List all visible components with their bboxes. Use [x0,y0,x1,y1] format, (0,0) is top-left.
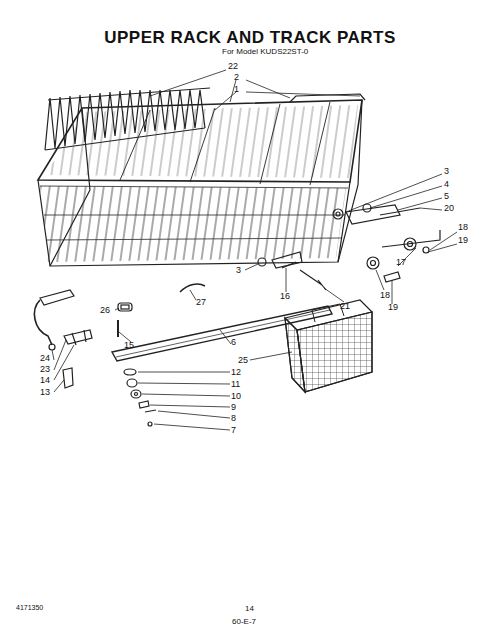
callout-number: 26 [100,306,110,315]
page-note: 4171350 [16,604,43,611]
callout-number: 11 [231,380,240,389]
callout-number: 27 [196,298,206,307]
callout-number: 13 [40,388,50,397]
callout-number: 17 [396,258,406,267]
page-note: 60-E-7 [232,618,256,626]
callout-number: 20 [444,204,454,213]
callout-number: 6 [231,338,236,347]
callout-number: 14 [40,376,50,385]
callout-number: 9 [231,403,236,412]
callout-number: 21 [340,302,350,311]
callout-number: 25 [238,356,248,365]
callout-number: 22 [228,62,238,71]
callout-number: 3 [444,167,449,176]
page-note: 14 [245,605,254,613]
callout-number: 7 [231,426,236,435]
callout-number: 24 [40,354,50,363]
callout-number: 2 [234,73,239,82]
callout-number: 15 [124,341,134,350]
callout-number: 12 [231,368,241,377]
callout-number: 8 [231,414,236,423]
callout-number: 18 [458,223,468,232]
callout-number: 3 [236,266,241,275]
callout-number: 18 [380,291,390,300]
callout-number: 23 [40,365,50,374]
callout-number: 19 [388,303,398,312]
callout-number: 4 [444,180,449,189]
callout-number: 10 [231,392,241,401]
callout-number: 19 [458,236,468,245]
model-note: For Model KUDS22ST-0 [222,48,308,56]
callout-number: 16 [280,292,290,301]
callout-number: 5 [444,192,449,201]
page-title: UPPER RACK AND TRACK PARTS [0,28,500,48]
callout-number: 1 [234,85,239,94]
